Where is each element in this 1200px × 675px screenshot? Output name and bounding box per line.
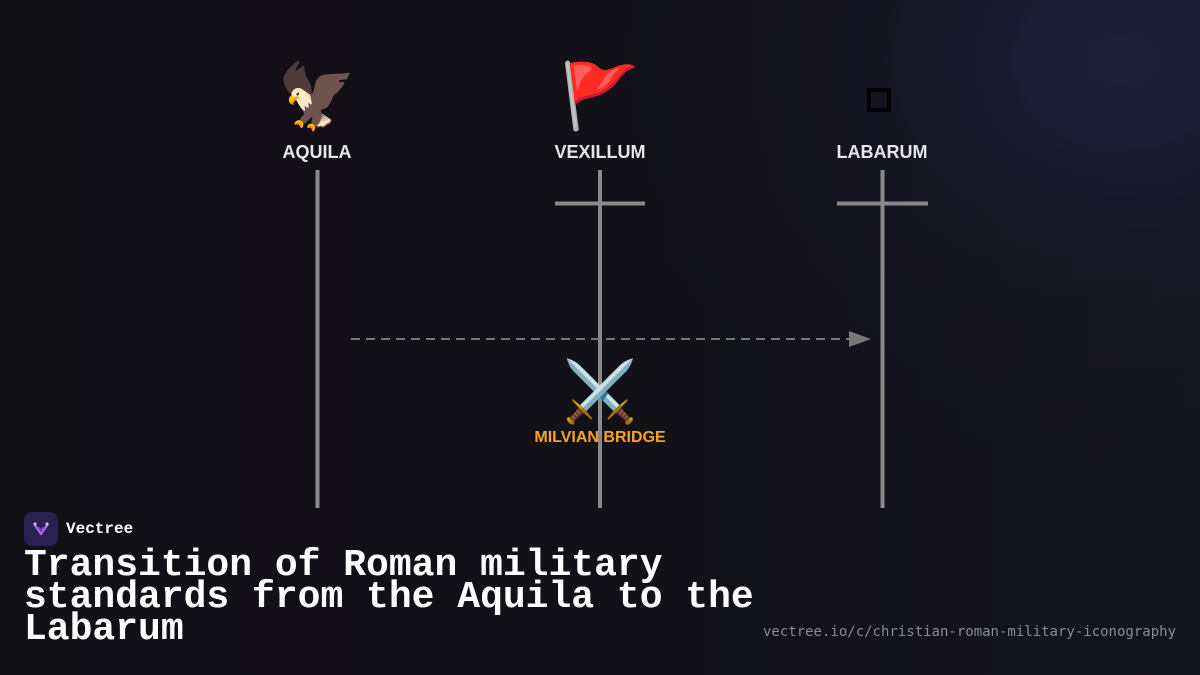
page-title: Transition of Roman military standards f… <box>24 544 754 651</box>
lane-label-labarum: LABARUM <box>837 142 928 162</box>
flag-icon: 🚩 <box>560 60 640 134</box>
vectree-logo-icon <box>24 512 58 546</box>
lane-label-vexillum: VEXILLUM <box>554 142 645 162</box>
eagle-icon: 🦅 <box>277 58 357 134</box>
transition-arrowhead <box>849 331 871 347</box>
crossed-swords-icon: ⚔️ <box>563 357 638 427</box>
chi-rho-icon <box>867 88 891 112</box>
brand[interactable]: Vectree <box>24 512 133 546</box>
source-url[interactable]: vectree.io/c/christian-roman-military-ic… <box>762 624 1176 640</box>
brand-name: Vectree <box>66 520 134 538</box>
event-label: MILVIAN BRIDGE <box>534 429 666 446</box>
lane-label-aquila: AQUILA <box>283 142 352 162</box>
